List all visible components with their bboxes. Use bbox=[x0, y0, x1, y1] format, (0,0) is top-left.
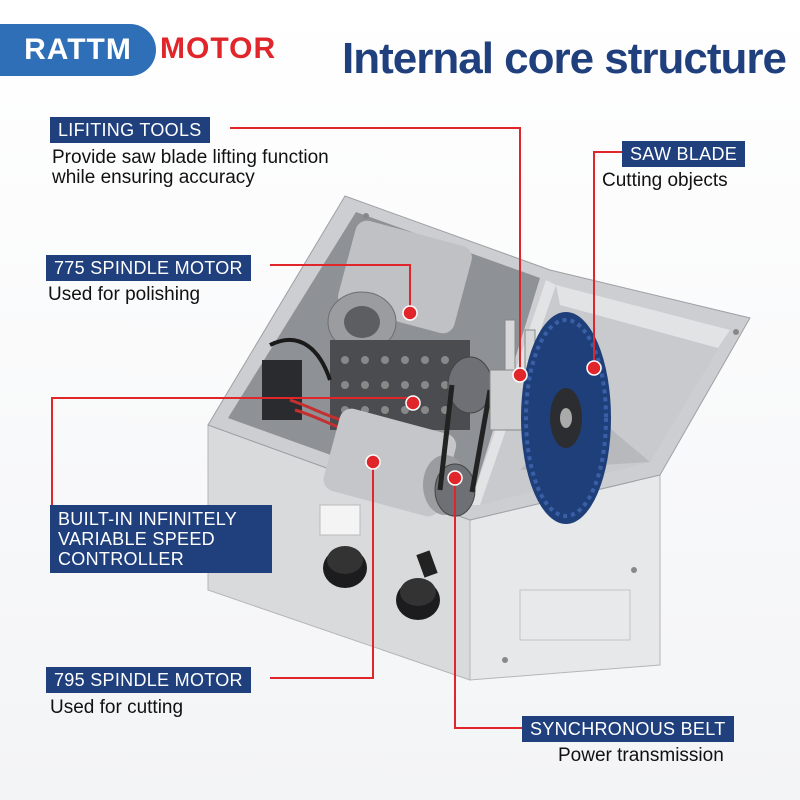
saw-blade bbox=[521, 312, 611, 524]
page-title: Internal core structure bbox=[342, 34, 787, 83]
callout-desc-lifting-tools: Provide saw blade lifting function while… bbox=[52, 147, 329, 188]
callout-desc-belt: Power transmission bbox=[558, 745, 724, 766]
brand-logo: RATTM MOTOR bbox=[0, 24, 290, 76]
brand-name-motor: MOTOR bbox=[160, 32, 277, 65]
callout-label-795-motor: 795 SPINDLE MOTOR bbox=[46, 667, 251, 693]
front-nameplate bbox=[519, 589, 631, 641]
callout-label-belt: SYNCHRONOUS BELT bbox=[522, 716, 734, 742]
callout-desc-775-motor: Used for polishing bbox=[48, 284, 201, 305]
callout-label-speed-controller: BUILT-IN INFINITELY VARIABLE SPEED CONTR… bbox=[50, 505, 272, 573]
callout-label-saw-blade: SAW BLADE bbox=[622, 141, 746, 167]
callout-label-775-motor: 775 SPINDLE MOTOR bbox=[46, 255, 251, 281]
brand-pill: RATTM bbox=[0, 24, 156, 76]
label-sticker bbox=[319, 504, 361, 536]
callout-desc-795-motor: Used for cutting bbox=[50, 697, 184, 718]
callout-desc-saw-blade: Cutting objects bbox=[602, 170, 728, 191]
brand-name-rattm: RATTM bbox=[24, 33, 132, 66]
callout-label-lifting-tools: LIFITING TOOLS bbox=[50, 117, 210, 143]
